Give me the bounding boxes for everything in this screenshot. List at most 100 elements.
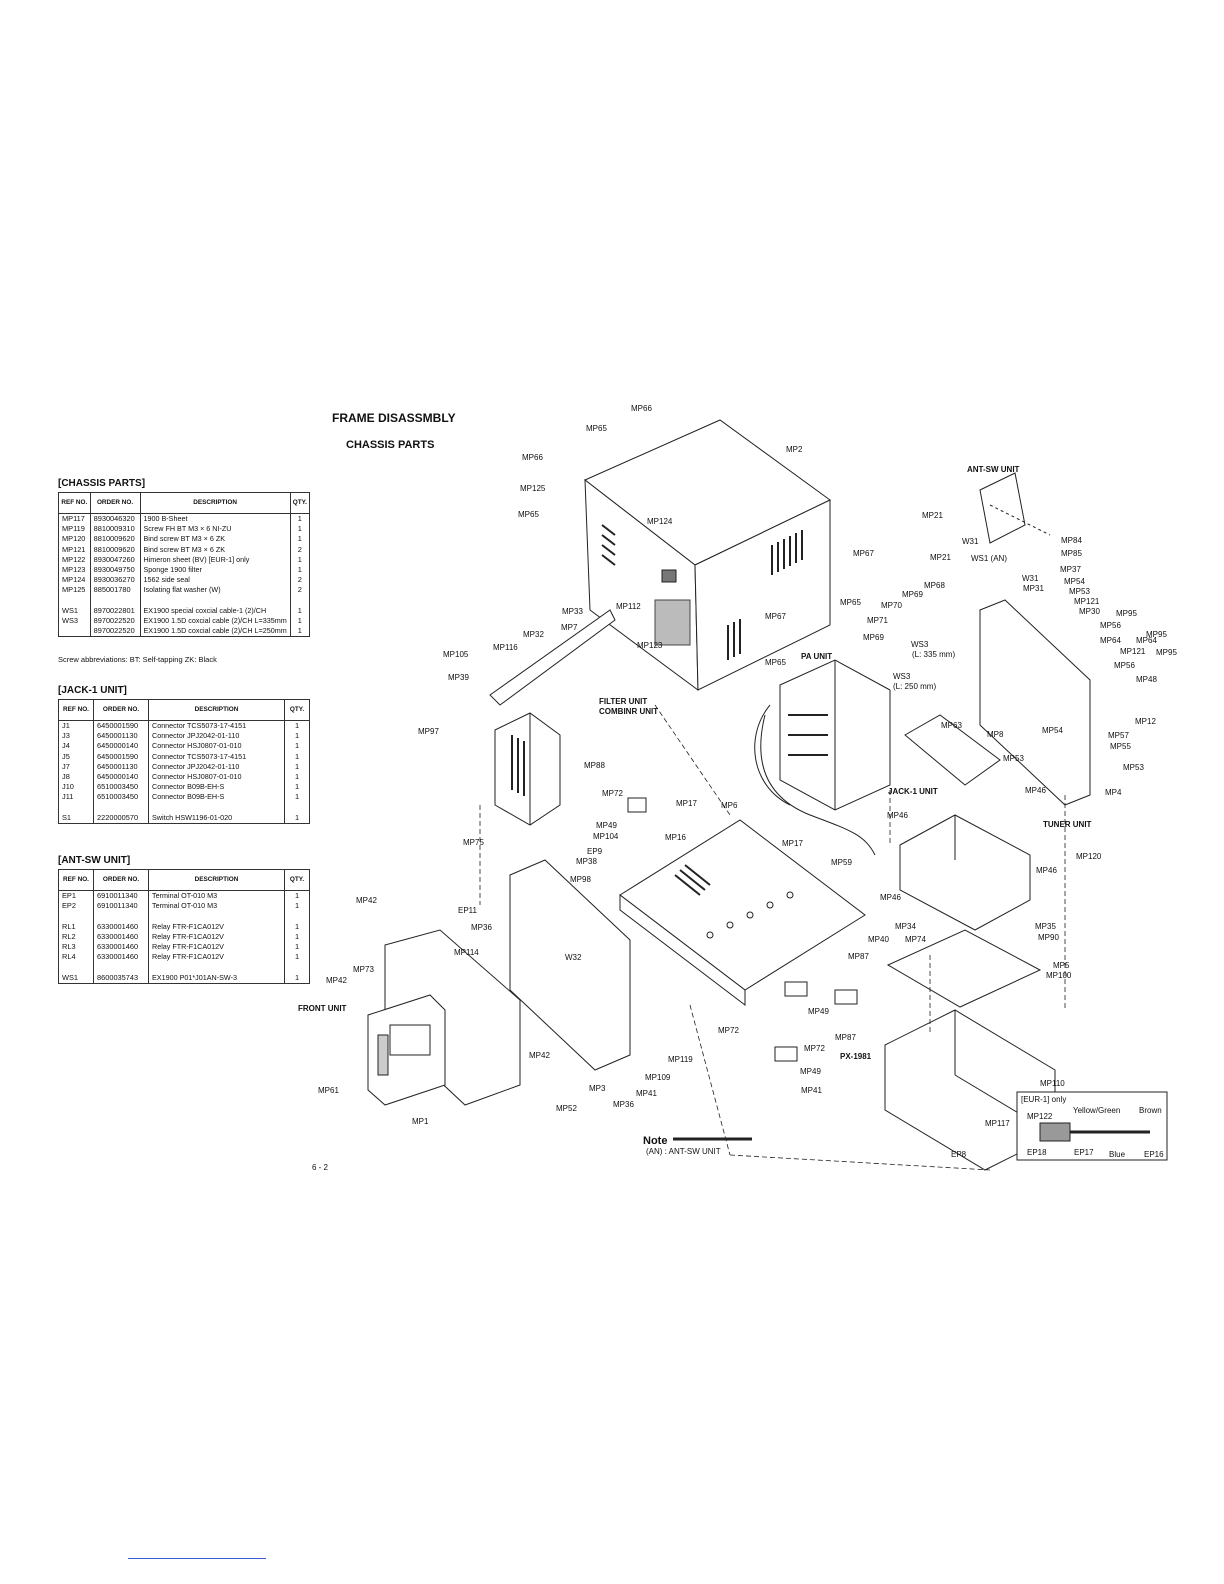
callout: MP65 [765,658,786,667]
cell-order: 8930036270 [89,575,141,586]
callout: MP98 [570,875,591,884]
cell-order: 8970022520 [89,616,141,627]
cell-order: 8810009620 [89,544,141,555]
callout: EP8 [951,1150,967,1159]
callout: MP61 [318,1086,339,1095]
pa-unit [754,659,891,856]
callout: MP54 [1064,577,1085,586]
eur-label: Blue [1109,1150,1126,1159]
callout: MP57 [1108,731,1129,740]
eur-ferrite [1039,1122,1071,1142]
cell-ref: J3 [58,731,94,742]
cell-desc: Connector B09B-EH-S [148,792,285,803]
antsw-unit [979,472,1051,544]
callout: MP53 [1003,754,1024,763]
cell-order: 8810009310 [89,524,141,535]
cell-qty: 1 [289,605,311,617]
cell-ref: EP1 [58,890,94,902]
callout: MP17 [676,799,697,808]
cell-desc: Connector HSJ0807-01-010 [148,772,285,783]
callout: MP87 [848,952,869,961]
header-qty: QTY. [284,699,310,721]
callout: MP88 [584,761,605,770]
cell-desc: Connector JPJ2042-01-110 [148,731,285,742]
callout: MP97 [418,727,439,736]
callout: MP112 [616,602,641,611]
callout: MP121 [1120,647,1146,656]
callout: MP114 [454,948,479,957]
cell-order: 6450000140 [93,772,149,783]
callout: MP37 [1060,565,1081,574]
callout: MP71 [867,616,888,625]
side-seal [661,569,677,583]
label-combinr-unit: COMBINR UNIT [599,707,658,716]
callout: MP55 [1110,742,1131,751]
callout: MP39 [448,673,469,682]
cell-ref: WS1 [58,972,94,984]
header-description: DESCRIPTION [148,699,285,721]
callout: MP1 [412,1117,429,1126]
cell-qty: 2 [289,585,311,596]
callout: MP3 [589,1084,606,1093]
callout: MP46 [1025,786,1046,795]
cell-order: 6450001130 [93,731,149,742]
callout: W31 [962,537,979,546]
cell-desc: Bind screw BT M3 × 6 ZK [139,534,291,545]
callout: MP46 [880,893,901,902]
cell-ref: J10 [58,782,94,793]
front-bracket [509,859,631,1071]
callout: MP30 [1079,607,1100,616]
callout: MP105 [443,650,469,659]
callout: MP63 [941,721,962,730]
callout: MP31 [1023,584,1044,593]
cell-order: 6450001590 [93,751,149,762]
callout: MP49 [800,1067,821,1076]
cell-qty: 1 [284,901,310,912]
table-row [58,911,310,922]
cell-qty: 1 [284,731,310,742]
callout: MP119 [668,1055,693,1064]
callout: W32 [565,953,582,962]
cell-qty [284,802,310,813]
cell-ref: J4 [58,741,94,752]
callout: MP6 [721,801,738,810]
cell-qty: 1 [289,626,311,638]
filter-unit [494,712,561,826]
callout: EP11 [458,906,478,915]
callout: MP120 [1076,852,1102,861]
callout: MP117 [985,1119,1010,1128]
callout: MP38 [576,857,597,866]
cell-ref: RL2 [58,931,94,943]
cell-ref: WS1 [58,605,91,617]
foot [627,797,647,813]
cell-desc: Connector HSJ0807-01-010 [148,741,285,752]
callout: MP42 [326,976,347,985]
cell-qty: 1 [284,782,310,793]
callout: EP9 [587,847,603,856]
cell-desc [148,911,285,922]
label-front-unit: FRONT UNIT [298,1004,347,1013]
callout: MP2 [786,445,803,454]
tuner-tray [886,929,1042,1008]
cell-qty: 1 [284,812,310,825]
cell-ref: WS3 [58,616,91,627]
cell-qty [284,962,310,973]
cell-ref: J7 [58,761,94,773]
label-px1981: PX-1981 [840,1052,872,1061]
cell-ref: EP2 [58,901,94,912]
cell-order: 6330001460 [93,921,149,932]
callout: MP95 [1146,630,1167,639]
callout: MP74 [905,935,926,944]
label-antsw-unit: ANT-SW UNIT [967,465,1020,474]
